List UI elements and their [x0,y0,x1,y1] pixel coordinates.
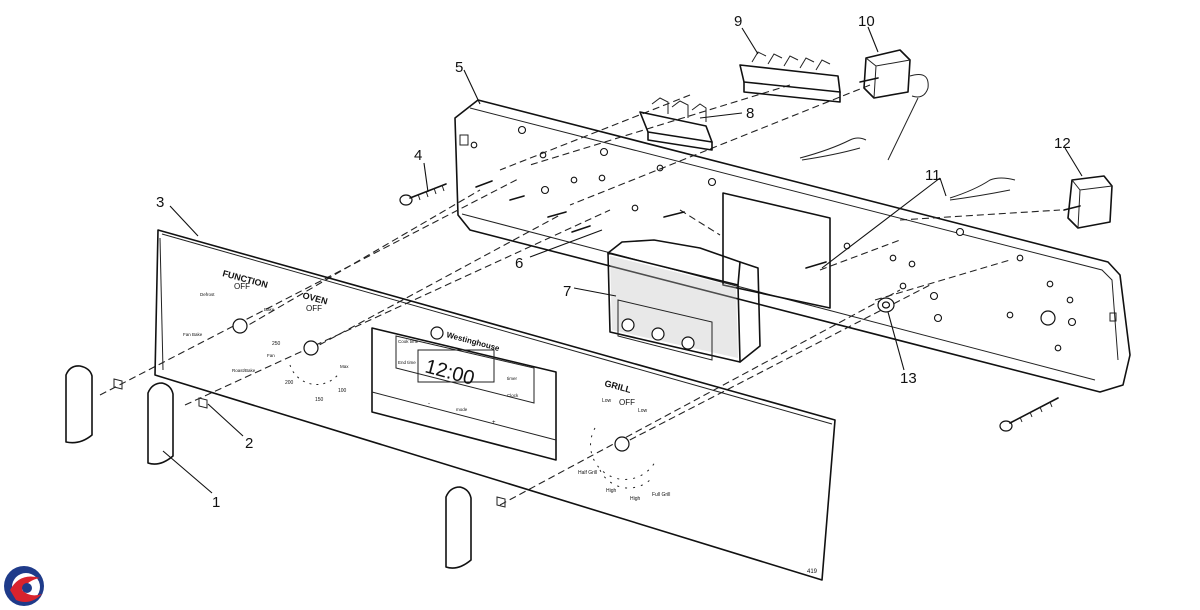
timer-label: timer [507,376,518,381]
function-defrost-label: Defrost [200,292,215,297]
bracket-hole [899,282,907,290]
grill-high-left-label: High [606,488,617,494]
callout-4: 4 [414,147,422,164]
bracket-hole [1066,296,1074,304]
oven-knob-hole [303,340,319,356]
grill-high-label: High [630,496,641,502]
company-logo-icon [4,566,44,606]
bracket-hole [1054,344,1062,352]
grill-low-left-label: Low [602,398,612,404]
oven-off-label: OFF [306,304,322,313]
bracket-hole [1006,311,1014,319]
oven-250-label: 250 [272,341,281,347]
grill-off-label: OFF [619,398,635,407]
bracket-hole [933,313,943,323]
bracket-hole [1046,280,1054,288]
switch-9 [739,51,841,103]
knob-cap-middle [147,382,174,465]
bracket-hole [599,147,609,157]
grill-knob-hole [614,436,630,452]
oven-200-label: 200 [285,380,294,386]
back-plate [722,192,831,309]
bracket-hole [1016,254,1024,262]
switch-12 [1063,175,1113,229]
clips [113,378,506,508]
bracket-hole [889,254,897,262]
screws [399,180,1059,432]
callout-8: 8 [746,105,754,122]
function-fanbake-label: Fan Bake [183,332,203,337]
callout-1: 1 [212,494,220,511]
callout-2: 2 [245,435,253,452]
switch-8 [639,97,713,151]
end-time-label: End time [398,360,416,365]
callout-labels: 1 2 3 4 5 6 7 8 9 10 11 12 13 [156,13,1071,511]
grill-half-label: Half Grill [578,470,597,476]
bracket-hole [598,174,606,182]
bracket-hole [707,177,717,187]
plus-label: + [492,420,496,426]
brand-logo-icon [430,326,444,340]
knob-cap-left [65,365,93,444]
display-window [371,327,557,461]
bracket-hole [540,185,550,195]
screw-head-4 [399,194,413,206]
callout-6: 6 [515,255,523,272]
display-time: 12:00 [423,356,477,390]
callout-12: 12 [1054,135,1071,152]
mode-label: mode [456,407,468,412]
bracket-hole [929,291,939,301]
assembly-lines [99,84,1061,506]
knob-cap-right [445,486,472,569]
grill-full-label: Full Grill [652,492,670,498]
oven-100-label: 100 [338,388,347,394]
washer-13 [877,297,895,313]
knob-caps [65,365,472,569]
callout-10: 10 [858,13,875,30]
panel-labels: FUNCTION OFF Defrost Bake Fan Bake Roast… [183,268,670,502]
display-module [607,239,761,363]
oven-fan-label: Fan [267,353,275,358]
bracket-hole [631,204,639,212]
bracket-hole [570,176,578,184]
oven-max-label: Max [340,364,349,369]
grill-low-right-label: Low [638,408,648,414]
bracket-holes [470,125,1077,352]
callout-7: 7 [563,283,571,300]
function-roastbake-label: Roast/Bake [232,368,256,373]
front-control-panel: 419 [154,229,836,581]
bracket-hole [908,260,916,268]
function-off-label: OFF [234,282,250,291]
wires [799,137,1016,201]
function-bake-label: Bake [264,307,275,312]
callout-13: 13 [900,370,917,387]
cook-time-label: Cook time [398,339,419,344]
bracket-hole [1067,317,1077,327]
callout-9: 9 [734,13,742,30]
minus-label: - [428,401,430,407]
bracket-hole [955,227,965,237]
grill-title: GRILL [603,378,632,395]
bracket-hole [517,125,527,135]
clock-label: Clock [507,393,519,398]
callout-5: 5 [455,59,463,76]
screw-head-long [999,420,1013,432]
bracket-hole [470,141,478,149]
thermostat-10 [859,49,929,161]
callout-3: 3 [156,194,164,211]
function-knob-hole [232,318,248,334]
svg-text:419: 419 [807,569,818,575]
callout-11: 11 [925,167,941,184]
oven-150-label: 150 [315,397,324,403]
leader-lines [162,26,1083,494]
